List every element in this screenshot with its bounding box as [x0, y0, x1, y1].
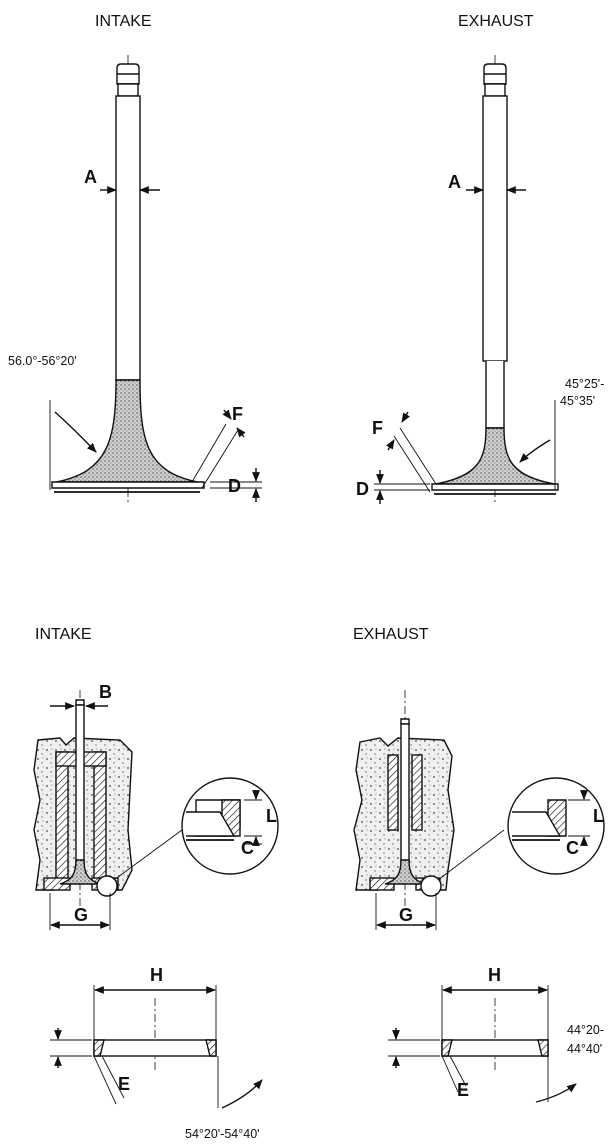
- label-f-exhaust: F: [372, 418, 383, 438]
- exhaust-seat-detail: [507, 777, 605, 875]
- title-exhaust-top: EXHAUST: [458, 13, 534, 30]
- label-e-exhaust: E: [457, 1080, 470, 1100]
- angle-arc-exhaust-valve: [519, 400, 556, 490]
- label-h-intake: H: [150, 965, 163, 985]
- label-a-intake: A: [84, 167, 97, 187]
- angle-arc-intake-valve: [49, 400, 97, 490]
- label-d-exhaust: D: [356, 479, 369, 499]
- label-a-exhaust: A: [448, 172, 461, 192]
- label-c-intake: C: [241, 838, 254, 858]
- title-intake-mid: INTAKE: [35, 626, 92, 643]
- intake-seat-detail: [181, 777, 279, 875]
- intake-seat-ring: [50, 985, 263, 1109]
- exhaust-seat-ring: [388, 985, 577, 1103]
- title-intake-top: INTAKE: [95, 13, 152, 30]
- label-h-exhaust: H: [488, 965, 501, 985]
- dimension-f-intake: [191, 409, 246, 489]
- dimension-d-intake: [210, 468, 262, 502]
- angle-exhaust-seat-line1: 44°20-: [567, 1023, 604, 1037]
- dimension-d-exhaust: [374, 470, 430, 504]
- dimension-g-intake: [49, 893, 111, 930]
- angle-exhaust-seat-line2: 44°40': [567, 1042, 603, 1056]
- intake-valve: [51, 55, 205, 505]
- title-exhaust-mid: EXHAUST: [353, 626, 429, 643]
- label-g-intake: G: [74, 905, 89, 925]
- label-c-exhaust: C: [566, 838, 579, 858]
- exhaust-head-section: [353, 690, 505, 910]
- angle-intake-seat: 54°20'-54°40': [185, 1127, 260, 1141]
- intake-head-section: [33, 690, 183, 910]
- label-f-intake: F: [232, 404, 243, 424]
- dimension-g-exhaust: [375, 893, 437, 930]
- exhaust-valve: [431, 55, 559, 505]
- angle-exhaust-valve-line2: 45°35': [560, 394, 596, 408]
- label-l-intake: L: [266, 806, 277, 826]
- angle-exhaust-valve-line1: 45°25'-: [565, 377, 605, 391]
- label-l-exhaust: L: [593, 806, 604, 826]
- label-g-exhaust: G: [399, 905, 414, 925]
- label-b: B: [99, 682, 112, 702]
- dimension-f-exhaust: [386, 411, 437, 493]
- label-d-intake: D: [228, 476, 241, 496]
- angle-intake-valve: 56.0°-56°20': [8, 354, 77, 368]
- label-e-intake: E: [118, 1074, 131, 1094]
